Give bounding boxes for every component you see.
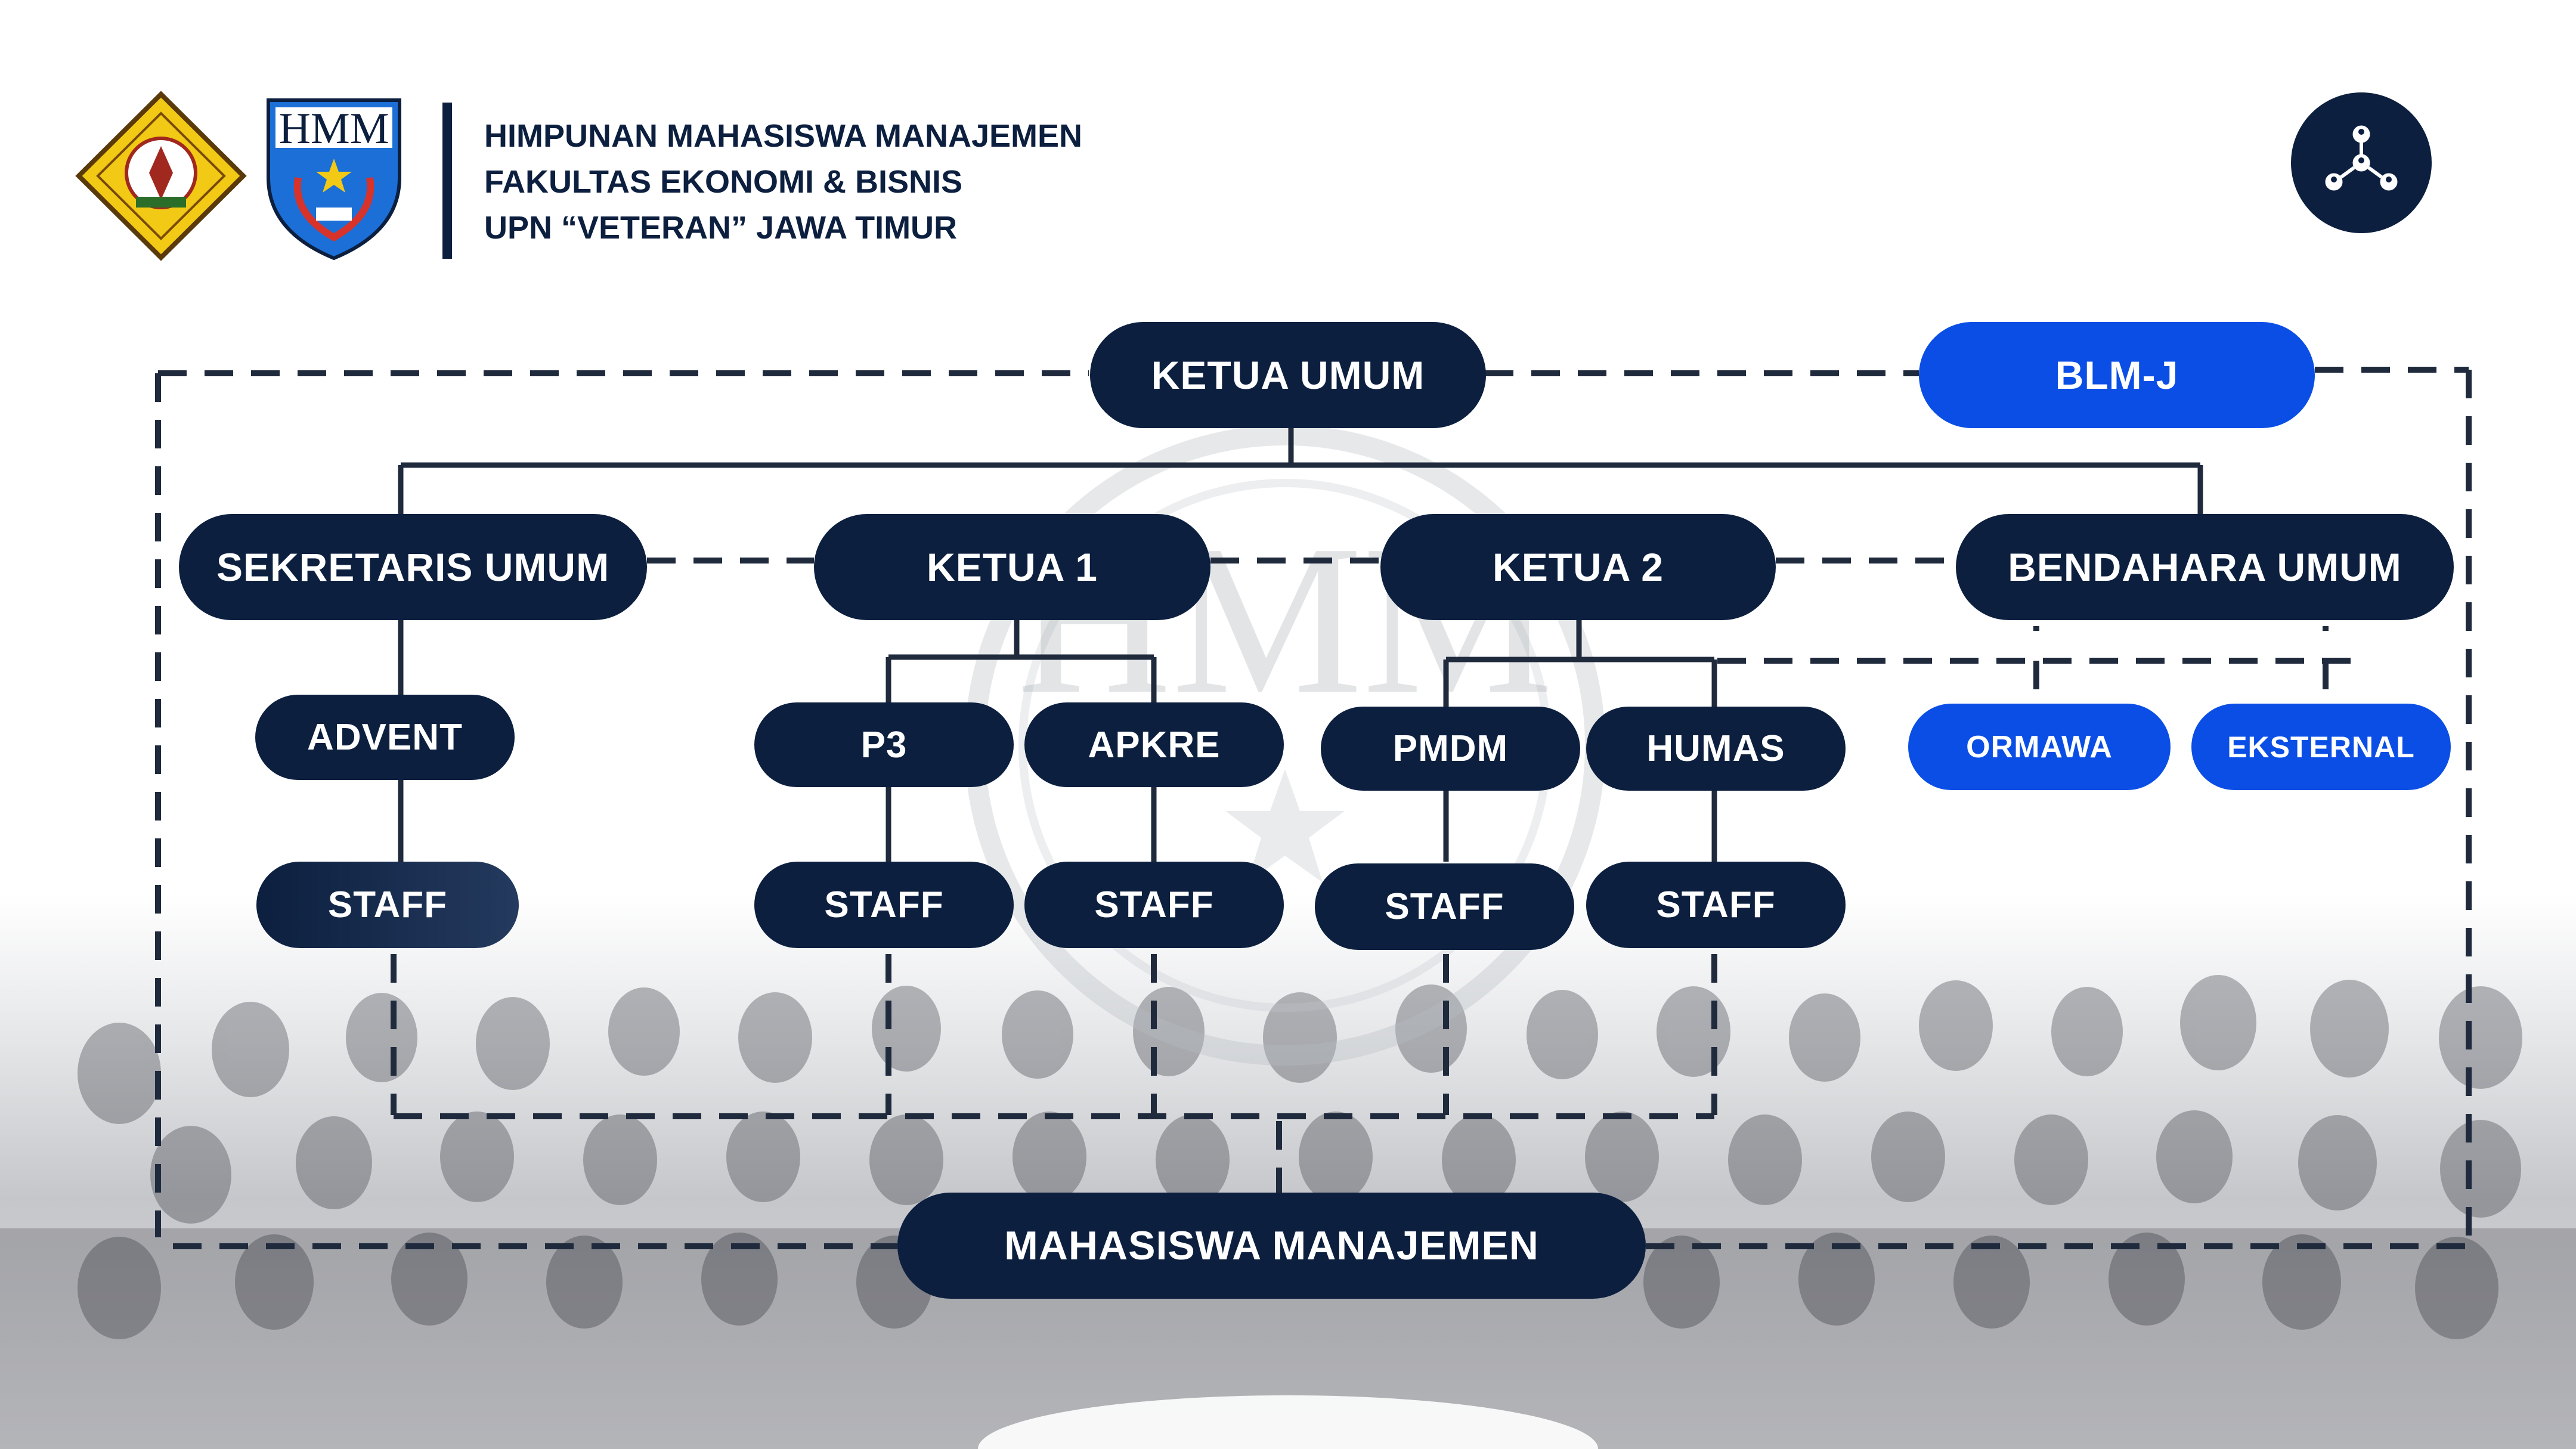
upn-logo-icon — [75, 91, 247, 261]
node-apkre: APKRE — [1024, 702, 1284, 787]
node-sekretaris-umum: SEKRETARIS UMUM — [179, 514, 647, 620]
node-pmdm: PMDM — [1321, 707, 1580, 791]
node-eksternal: EKSTERNAL — [2191, 704, 2451, 790]
node-blm-j: BLM-J — [1919, 322, 2315, 428]
header-title-block: HIMPUNAN MAHASISWA MANAJEMEN FAKULTAS EK… — [484, 113, 1082, 251]
header-title-line-1: HIMPUNAN MAHASISWA MANAJEMEN — [484, 118, 1083, 154]
header-divider — [442, 103, 452, 259]
node-ketua-2: KETUA 2 — [1380, 514, 1776, 620]
node-ketua-umum: KETUA UMUM — [1090, 322, 1486, 428]
node-staff-p3: STAFF — [754, 862, 1014, 948]
node-ketua-1: KETUA 1 — [814, 514, 1210, 620]
node-bendahara-umum: BENDAHARA UMUM — [1956, 514, 2454, 620]
network-people-icon — [2325, 125, 2398, 191]
org-structure-icon — [2291, 92, 2432, 233]
header-title-line-2: FAKULTAS EKONOMI & BISNIS — [484, 164, 963, 200]
node-p3: P3 — [754, 702, 1014, 787]
node-staff-humas: STAFF — [1586, 862, 1846, 948]
node-humas: HUMAS — [1586, 707, 1846, 791]
node-staff-advent: STAFF — [256, 862, 519, 948]
node-mahasiswa-manajemen: MAHASISWA MANAJEMEN — [897, 1193, 1646, 1299]
node-ormawa: ORMAWA — [1908, 704, 2171, 790]
header-title-line-3: UPN “VETERAN” JAWA TIMUR — [484, 210, 958, 246]
hmm-logo-icon: HMM — [267, 98, 401, 261]
node-advent: ADVENT — [255, 695, 515, 780]
node-staff-apkre: STAFF — [1024, 862, 1284, 948]
node-staff-pmdm: STAFF — [1315, 863, 1574, 950]
svg-text:HMM: HMM — [278, 104, 389, 153]
